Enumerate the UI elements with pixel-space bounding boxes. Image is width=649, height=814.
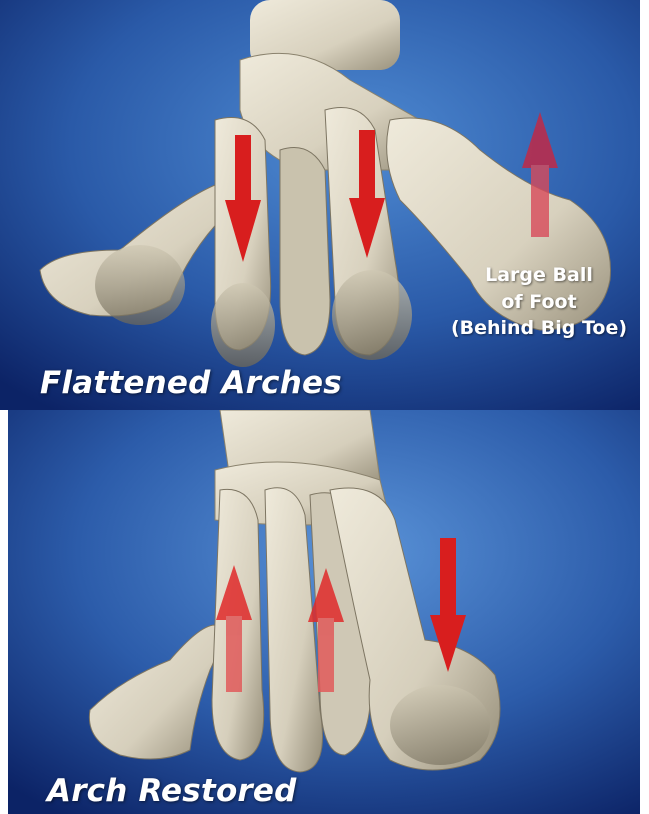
flattened-arches-illustration	[0, 0, 649, 410]
large-ball-of-foot-label: Large Ball of Foot (Behind Big Toe)	[432, 262, 646, 342]
metatarsal-4-head	[211, 283, 275, 367]
metatarsal-3	[280, 148, 330, 356]
arch-restored-illustration	[0, 410, 649, 814]
flattened-arches-panel: Large Ball of Foot (Behind Big Toe) Flat…	[0, 0, 649, 410]
flattened-arches-caption: Flattened Arches	[40, 365, 342, 401]
metatarsal-1-head	[390, 685, 490, 765]
ball-label-line3: (Behind Big Toe)	[432, 315, 646, 342]
arch-restored-caption: Arch Restored	[47, 773, 297, 809]
arch-restored-panel: Arch Restored	[0, 410, 649, 814]
metatarsal-2-head	[332, 270, 412, 360]
metatarsal-5-head	[95, 245, 185, 325]
ball-label-line2: of Foot	[432, 289, 646, 316]
ball-label-line1: Large Ball	[432, 262, 646, 289]
